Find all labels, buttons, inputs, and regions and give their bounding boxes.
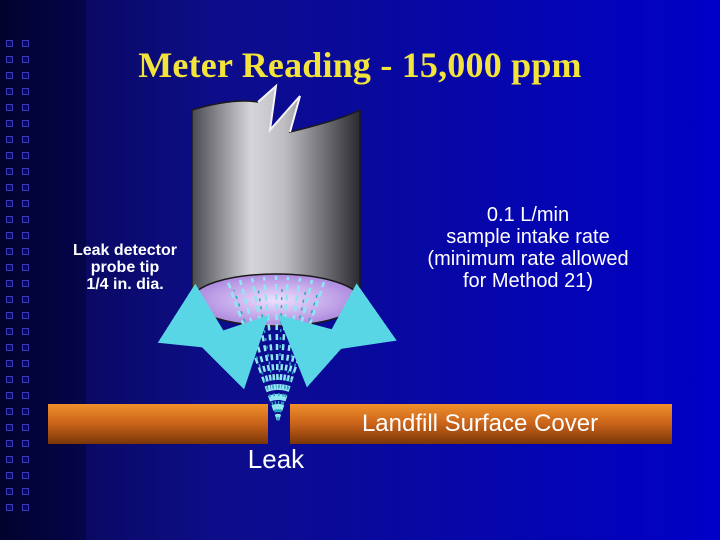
decorative-square [22,216,29,223]
slide-title: Meter Reading - 15,000 ppm [138,45,582,85]
decorative-square [6,296,13,303]
decorative-square [22,360,29,367]
decorative-squares-right [22,40,32,540]
decorative-square [6,152,13,159]
decorative-square [22,56,29,63]
decorative-square [22,424,29,431]
decorative-square [6,120,13,127]
decorative-square [22,344,29,351]
decorative-square [22,184,29,191]
decorative-square [22,408,29,415]
decorative-square [22,104,29,111]
decorative-square [6,424,13,431]
arrow-icon-2 [194,315,269,390]
decorative-square [22,488,29,495]
decorative-square [6,72,13,79]
decorative-square [6,472,13,479]
decorative-square [6,456,13,463]
decorative-square [22,312,29,319]
decorative-square [22,72,29,79]
decorative-square [6,440,13,447]
decorative-square [6,280,13,287]
decorative-square [22,296,29,303]
decorative-square [22,168,29,175]
decorative-square [6,200,13,207]
decorative-square [6,328,13,335]
decorative-square [6,344,13,351]
decorative-square [6,40,13,47]
decorative-square [22,280,29,287]
decorative-square [6,376,13,383]
decorative-square [6,216,13,223]
surface-cover-label: Landfill Surface Cover [361,410,599,437]
decorative-square [22,152,29,159]
decorative-square [22,40,29,47]
decorative-square [22,472,29,479]
decorative-square [6,184,13,191]
left-decorative-band [0,0,86,540]
arrow-icon-3 [277,314,354,388]
decorative-square [22,248,29,255]
decorative-square [22,376,29,383]
decorative-square [6,248,13,255]
decorative-square [22,456,29,463]
decorative-square [6,104,13,111]
decorative-square [22,328,29,335]
probe-label-line-1: Leak detector [72,242,178,259]
decorative-square [6,168,13,175]
arrow-icon-4 [319,283,397,353]
rate-label-line-3: (minimum rate allowed [427,248,629,270]
decorative-square [22,264,29,271]
decorative-square [6,504,13,511]
leak-label: Leak [247,444,305,474]
decorative-square [6,408,13,415]
arrow-icon-1 [157,283,236,351]
decorative-square [6,392,13,399]
rate-label-line-4: for Method 21) [462,270,594,292]
decorative-square [22,200,29,207]
decorative-square [22,392,29,399]
decorative-square [6,360,13,367]
decorative-square [6,488,13,495]
intake-rate-label: 0.1 L/min sample intake rate (minimum ra… [380,204,676,292]
decorative-square [6,88,13,95]
decorative-square [6,56,13,63]
decorative-squares-left [6,40,16,540]
decorative-square [22,440,29,447]
surface-cover-left [48,404,268,444]
probe-tip-label: Leak detector probe tip 1/4 in. dia. [40,242,210,293]
decorative-square [6,232,13,239]
decorative-square [22,88,29,95]
rate-label-line-2: sample intake rate [446,226,610,248]
decorative-square [22,232,29,239]
inflow-arrows [157,283,397,390]
decorative-square [22,136,29,143]
decorative-square [6,264,13,271]
rate-label-line-1: 0.1 L/min [486,204,570,226]
probe-cylinder [191,84,361,301]
surface-cover-right [290,404,672,444]
decorative-square [6,312,13,319]
probe-broken-edge [257,83,301,134]
decorative-square [6,136,13,143]
probe-label-line-2: probe tip [90,259,160,276]
probe-label-line-3: 1/4 in. dia. [86,276,164,293]
decorative-square [22,120,29,127]
decorative-square [22,504,29,511]
